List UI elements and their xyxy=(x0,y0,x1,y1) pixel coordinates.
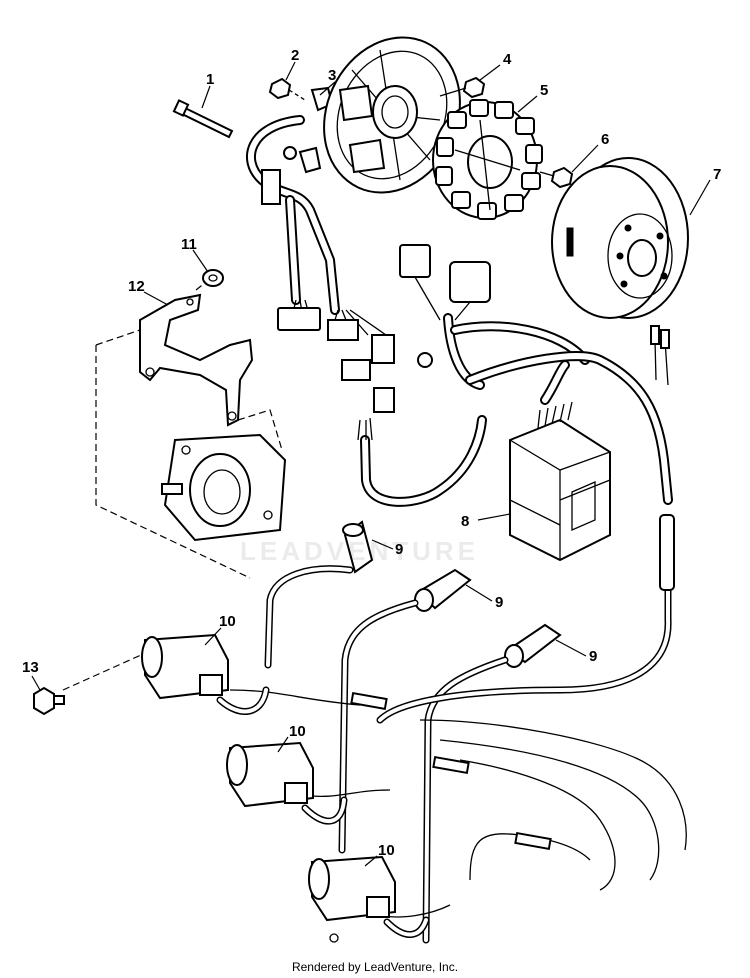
callout-1: 1 xyxy=(206,71,214,88)
part-ignition-coil-1[interactable] xyxy=(141,633,270,715)
assembly-lines xyxy=(62,281,283,691)
footer-credit: Rendered by LeadVenture, Inc. xyxy=(291,960,459,974)
callout-3: 3 xyxy=(328,67,336,84)
part-ignition-coil-2[interactable] xyxy=(226,741,348,825)
callout-10-c: 10 xyxy=(378,842,395,859)
callout-2: 2 xyxy=(291,47,299,64)
part-cable-tie[interactable] xyxy=(172,99,234,139)
part-screw-2[interactable] xyxy=(268,77,306,101)
harness-sheath xyxy=(357,321,673,507)
part-nut[interactable] xyxy=(202,269,224,287)
intake-boot xyxy=(161,433,287,542)
connector-plugs xyxy=(399,244,491,390)
callout-11: 11 xyxy=(181,236,197,253)
watermark: LEADVENTURE xyxy=(240,536,480,566)
callout-9-c: 9 xyxy=(589,648,597,665)
part-stator-plate xyxy=(323,36,461,194)
callout-12: 12 xyxy=(128,278,145,295)
part-screw-4[interactable] xyxy=(439,76,486,99)
callout-5: 5 xyxy=(540,82,548,99)
part-bolt-13[interactable] xyxy=(33,686,65,716)
part-cdi-module[interactable] xyxy=(509,401,611,562)
high-tension-leads xyxy=(264,516,672,944)
callout-8: 8 xyxy=(461,513,469,530)
part-spark-plug-cap-1[interactable] xyxy=(342,520,374,574)
callout-10-a: 10 xyxy=(219,613,236,630)
callout-10-b: 10 xyxy=(289,723,306,740)
callout-9-a: 9 xyxy=(395,541,403,558)
part-flywheel[interactable] xyxy=(551,157,689,319)
callout-labels: 1 2 3 4 5 6 7 8 9 9 9 10 10 10 11 12 13 xyxy=(22,47,721,859)
callout-9-b: 9 xyxy=(495,594,503,611)
callout-leaders xyxy=(31,61,711,867)
stator-wire-harness xyxy=(246,115,395,413)
callout-7: 7 xyxy=(713,166,721,183)
coil-primary-wires xyxy=(229,514,687,918)
callout-6: 6 xyxy=(601,131,609,148)
callout-4: 4 xyxy=(503,51,512,68)
part-ignition-coil-3[interactable] xyxy=(308,855,430,943)
part-screw-6[interactable] xyxy=(539,166,574,189)
callout-13: 13 xyxy=(22,659,39,676)
part-spark-plug-cap-3[interactable] xyxy=(504,623,562,668)
part-spark-plug-cap-2[interactable] xyxy=(414,568,472,612)
part-stator-coil[interactable] xyxy=(432,99,543,220)
part-coil-bracket[interactable] xyxy=(139,293,254,427)
